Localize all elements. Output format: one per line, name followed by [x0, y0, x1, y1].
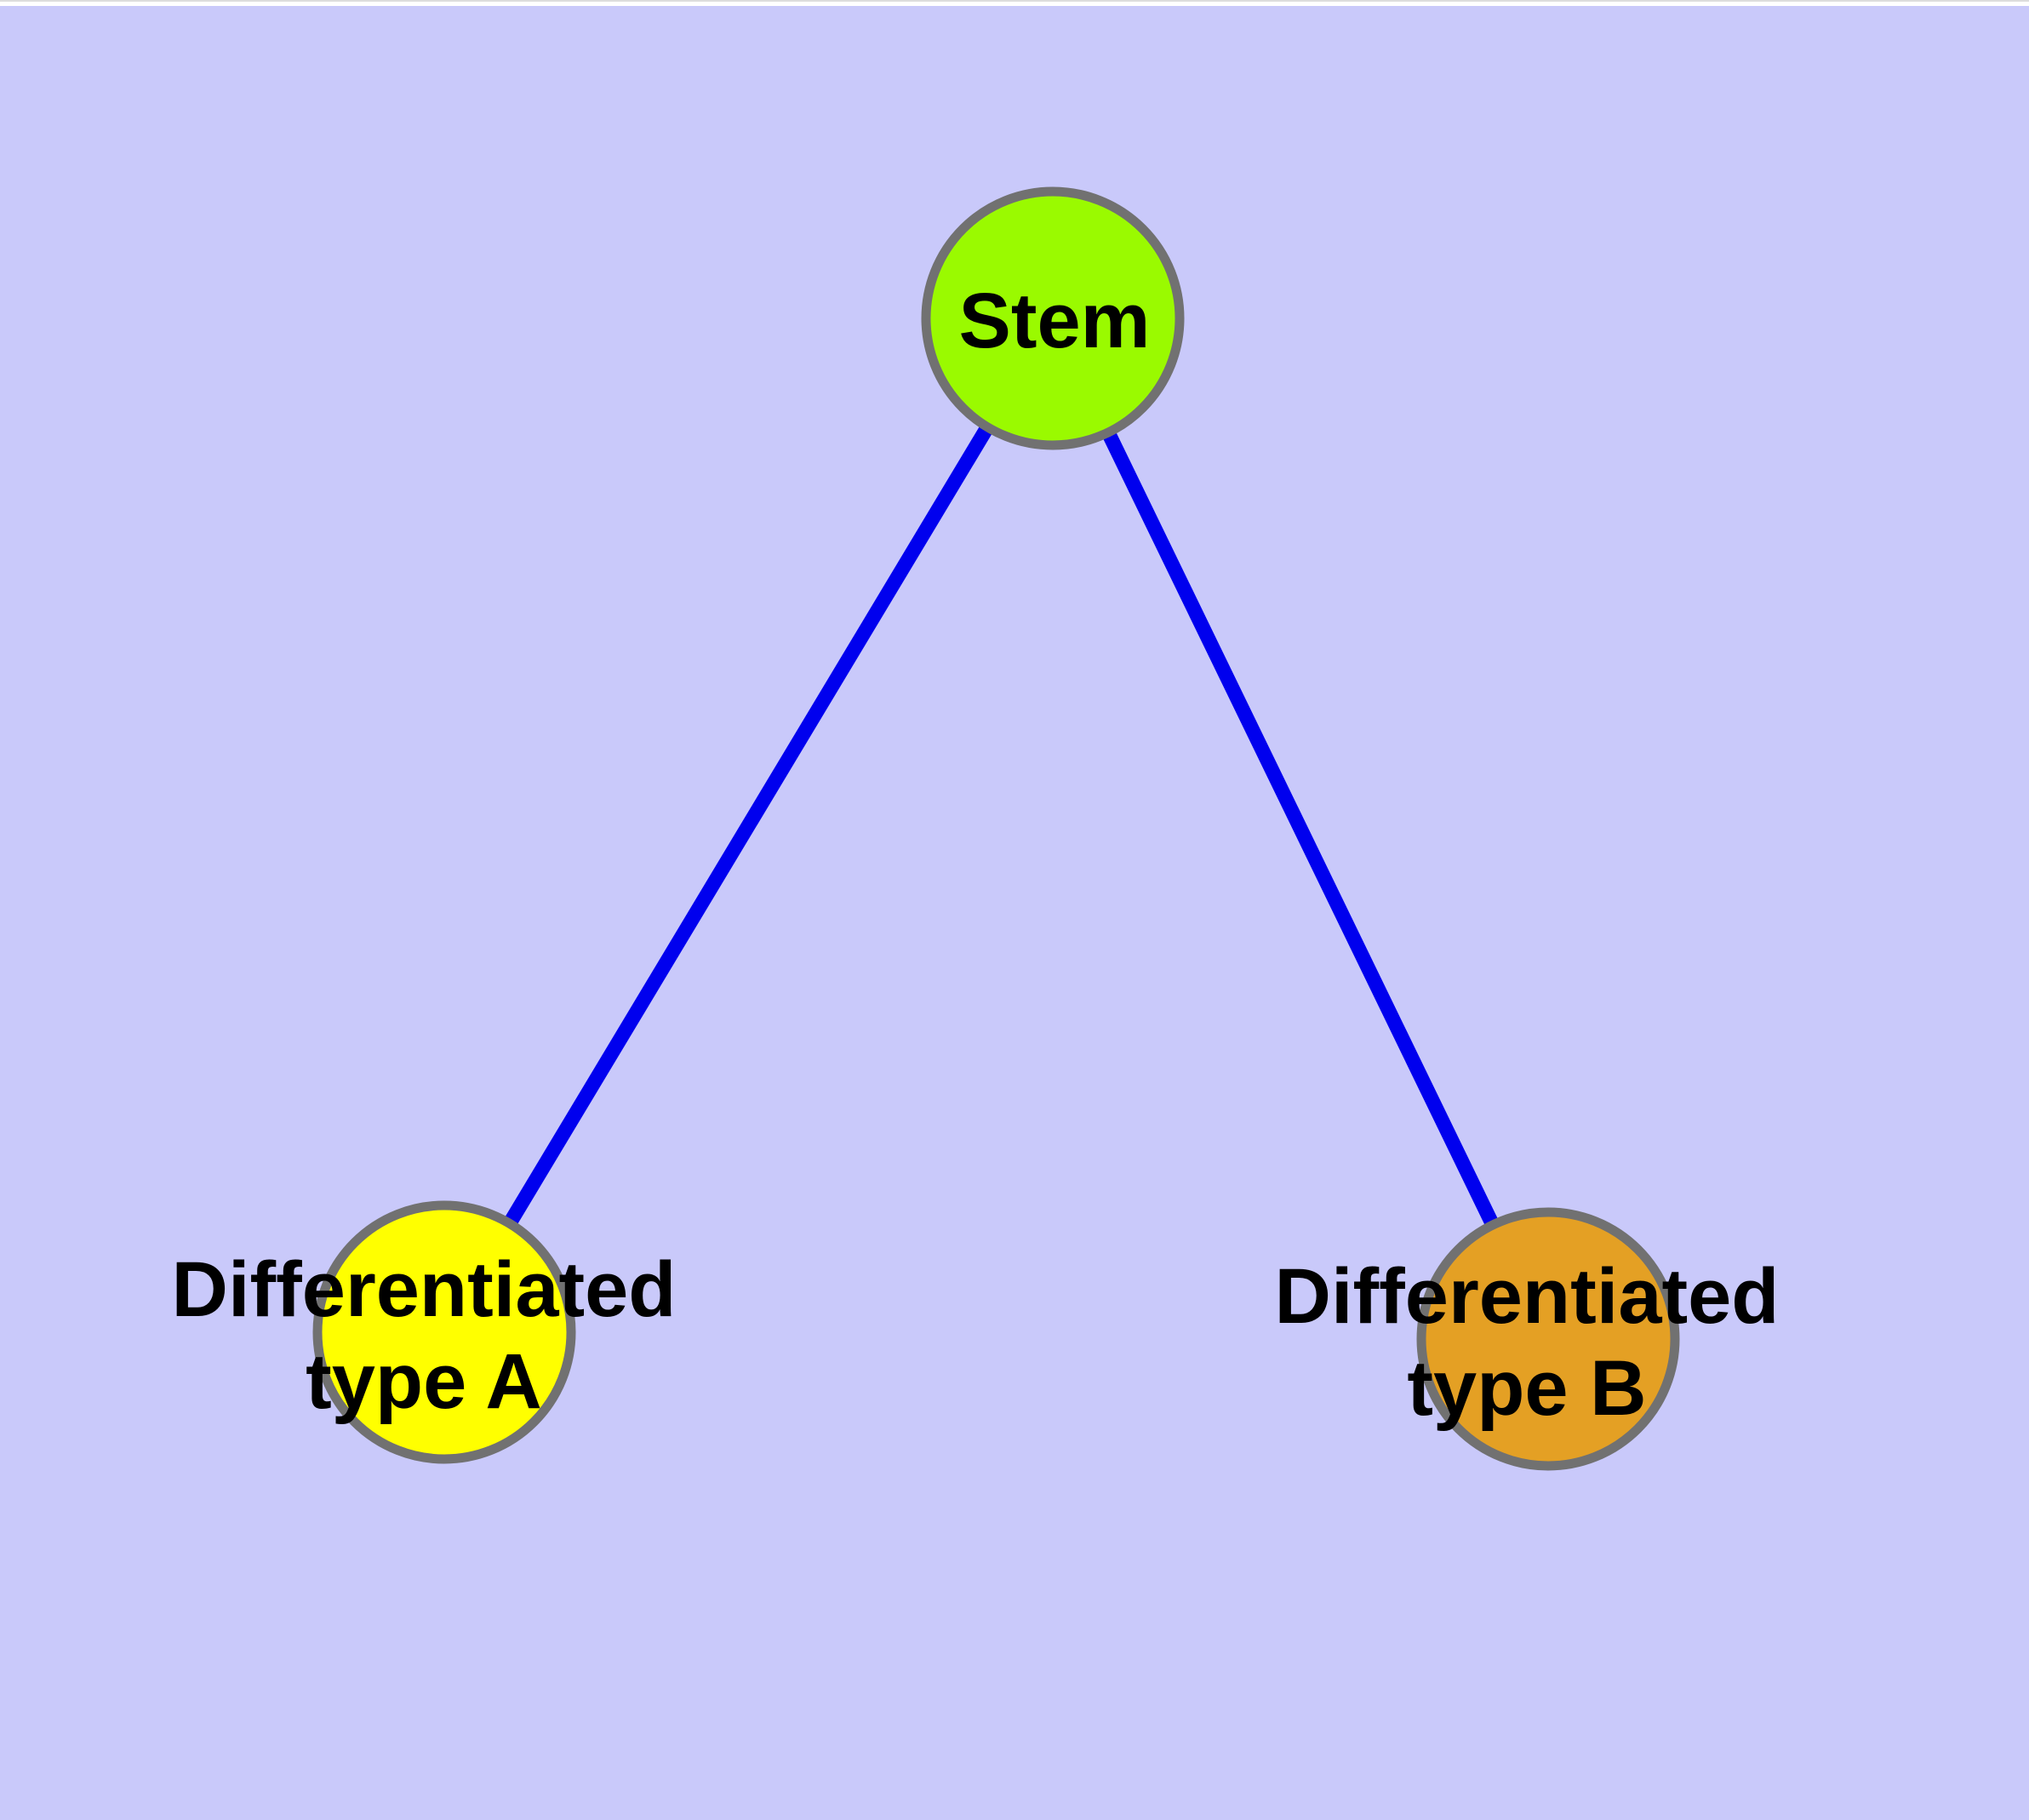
- node-stem: [921, 186, 1185, 450]
- edge-stem-to-type-a: [437, 314, 1060, 1336]
- edge-stem-to-type-b: [1046, 315, 1555, 1342]
- node-stem-label: Stem: [959, 278, 1151, 364]
- top-white-strip: [0, 0, 2029, 6]
- top-hairline: [0, 0, 2029, 2]
- node-type-a-label-line1: Differentiated: [172, 1246, 677, 1333]
- node-type-b-label-line2: type B: [1407, 1345, 1646, 1432]
- node-differentiated-type-b: [1416, 1207, 1680, 1471]
- node-type-b-label-line1: Differentiated: [1275, 1253, 1780, 1340]
- node-differentiated-type-a: [312, 1200, 576, 1464]
- node-type-a-label-line2: type A: [306, 1338, 542, 1425]
